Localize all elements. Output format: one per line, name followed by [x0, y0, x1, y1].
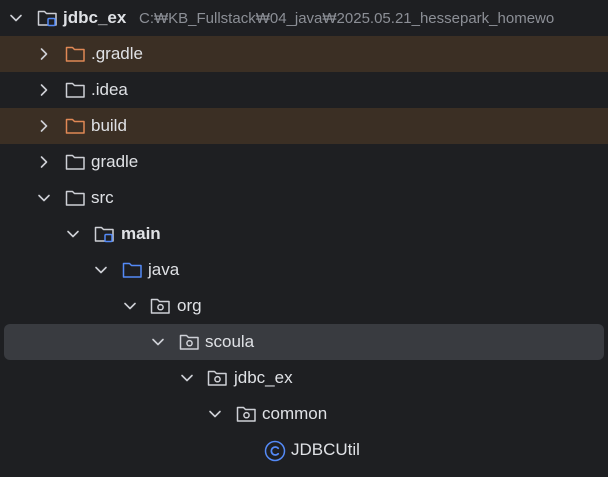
- module-label: main: [121, 224, 161, 243]
- tree-row-org[interactable]: org: [0, 288, 608, 324]
- chevron-right-icon[interactable]: [37, 47, 51, 61]
- folder-icon: [65, 188, 87, 208]
- package-icon: [179, 332, 201, 352]
- module-folder-icon: [37, 8, 59, 28]
- package-label: org: [177, 296, 202, 315]
- root-module-name: jdbc_ex: [63, 8, 127, 27]
- chevron-down-icon[interactable]: [66, 227, 80, 241]
- folder-label: .idea: [91, 80, 128, 99]
- package-label: common: [262, 404, 328, 423]
- chevron-down-icon[interactable]: [94, 263, 108, 277]
- tree-row-build[interactable]: build: [0, 108, 608, 144]
- source-folder-icon: [122, 260, 144, 280]
- class-label: JDBCUtil: [291, 440, 360, 459]
- tree-row-src[interactable]: src: [0, 180, 608, 216]
- tree-row-main[interactable]: main: [0, 216, 608, 252]
- tree-row-jdbc-ex-package[interactable]: jdbc_ex: [0, 360, 608, 396]
- tree-row-root[interactable]: jdbc_ex C:₩KB_Fullstack₩04_java₩2025.05.…: [0, 0, 608, 36]
- chevron-right-icon[interactable]: [37, 83, 51, 97]
- class-icon: [264, 440, 286, 462]
- package-label: scoula: [205, 332, 255, 351]
- folder-label: src: [91, 188, 114, 207]
- tree-row-java[interactable]: java: [0, 252, 608, 288]
- chevron-down-icon[interactable]: [208, 407, 222, 421]
- folder-icon: [65, 44, 87, 64]
- package-icon: [236, 404, 258, 424]
- folder-label: java: [148, 260, 180, 279]
- chevron-down-icon[interactable]: [180, 371, 194, 385]
- tree-row-jdbcutil[interactable]: JDBCUtil: [0, 432, 608, 468]
- package-label: jdbc_ex: [234, 368, 293, 387]
- folder-label: .gradle: [91, 44, 143, 63]
- tree-row-scoula[interactable]: scoula: [4, 324, 604, 360]
- chevron-down-icon[interactable]: [151, 335, 165, 349]
- package-icon: [150, 296, 172, 316]
- folder-label: gradle: [91, 152, 139, 171]
- chevron-down-icon[interactable]: [37, 191, 51, 205]
- tree-row-idea[interactable]: .idea: [0, 72, 608, 108]
- folder-icon: [65, 116, 87, 136]
- tree-row-common[interactable]: common: [0, 396, 608, 432]
- module-folder-icon: [94, 224, 116, 244]
- tree-row-gradle-cache[interactable]: .gradle: [0, 36, 608, 72]
- folder-icon: [65, 80, 87, 100]
- package-icon: [207, 368, 229, 388]
- folder-icon: [65, 152, 87, 172]
- chevron-right-icon[interactable]: [37, 155, 51, 169]
- root-module-path: C:₩KB_Fullstack₩04_java₩2025.05.21_hesse…: [139, 10, 555, 27]
- chevron-down-icon[interactable]: [9, 11, 23, 25]
- tree-row-gradle[interactable]: gradle: [0, 144, 608, 180]
- folder-label: build: [91, 116, 127, 135]
- chevron-down-icon[interactable]: [123, 299, 137, 313]
- chevron-right-icon[interactable]: [37, 119, 51, 133]
